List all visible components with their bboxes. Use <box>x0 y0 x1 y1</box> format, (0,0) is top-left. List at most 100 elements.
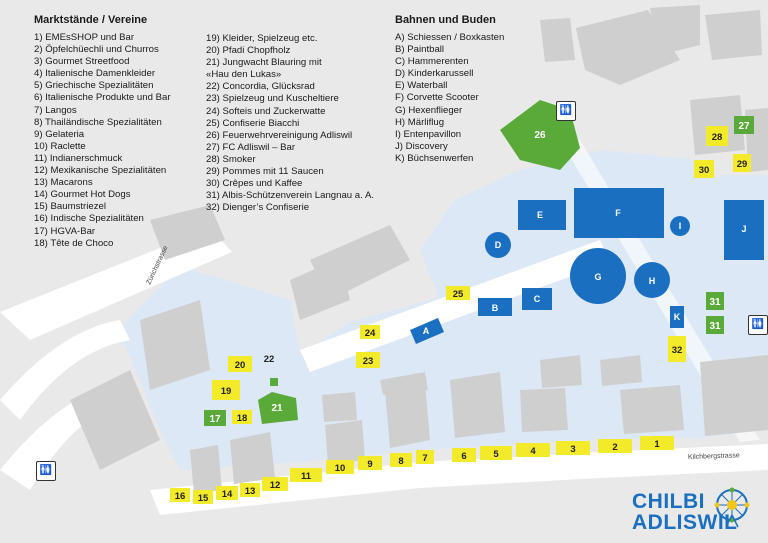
legend-item: 12) Mexikanische Spezialitäten <box>34 165 167 177</box>
green-labels: 26 27 31 31 17 21 <box>209 121 750 425</box>
stand-25: 25 <box>446 286 470 300</box>
stand-19: 19 <box>212 380 240 400</box>
svg-text:24: 24 <box>365 328 376 339</box>
legend-item: C) Hammerenten <box>395 56 469 68</box>
ride-label-e: E <box>537 210 543 220</box>
legend-item: 16) Indische Spezialitäten <box>34 213 144 225</box>
stand-22: 22 <box>264 354 275 365</box>
legend-item: F) Corvette Scooter <box>395 92 479 104</box>
ride-label-f: F <box>615 208 621 218</box>
legend-item: I) Entenpavillon <box>395 128 462 140</box>
stand-27 <box>734 116 754 134</box>
svg-text:32: 32 <box>672 345 683 356</box>
stand-4: 4 <box>516 443 550 457</box>
stand-31b <box>706 316 724 334</box>
rides <box>410 188 764 344</box>
legend-item: 10) Raclette <box>34 140 86 152</box>
svg-text:29: 29 <box>737 159 748 170</box>
svg-text:10: 10 <box>335 463 346 474</box>
stand-16: 16 <box>170 488 190 502</box>
stand-10: 10 <box>326 460 354 474</box>
stand-28: 28 <box>706 126 728 146</box>
legend-item: J) Discovery <box>395 140 448 152</box>
legend-item: 15) Baumstriezel <box>34 201 106 213</box>
svg-text:12: 12 <box>270 480 281 491</box>
legend-item: 21) Jungwacht Blauring mit <box>206 57 322 69</box>
svg-text:2: 2 <box>612 442 617 453</box>
legend-item: 31) Albis-Schützenverein Langnau a. A. <box>206 190 375 202</box>
svg-text:18: 18 <box>237 413 248 424</box>
legend-item: 17) HGVA-Bar <box>34 225 96 237</box>
legend-markets-col2: 19) Kleider, Spielzeug etc.20) Pfadi Cho… <box>206 33 374 214</box>
svg-text:15: 15 <box>198 493 209 504</box>
ride-k <box>670 306 684 328</box>
stand-8: 8 <box>390 453 412 467</box>
svg-text:25: 25 <box>453 289 464 300</box>
legend-item: 5) Griechische Spezialitäten <box>34 80 154 92</box>
stand-11: 11 <box>290 468 322 482</box>
stand-1: 1 <box>640 436 674 450</box>
svg-text:22: 22 <box>264 354 275 365</box>
svg-text:28: 28 <box>712 132 723 143</box>
ride-label-k: K <box>674 312 681 322</box>
svg-text:30: 30 <box>699 165 710 176</box>
svg-text:9: 9 <box>367 459 372 470</box>
ride-d <box>485 232 511 258</box>
stand-15: 15 <box>193 490 213 504</box>
ride-e <box>518 200 566 230</box>
stand-2: 2 <box>598 439 632 453</box>
ride-j <box>724 200 764 260</box>
legend-item: A) Schiessen / Boxkasten <box>395 32 505 43</box>
svg-text:23: 23 <box>363 356 374 367</box>
svg-text:14: 14 <box>222 489 233 500</box>
legend-item: 19) Kleider, Spielzeug etc. <box>206 33 318 44</box>
stand-17 <box>204 410 226 426</box>
legend-item: K) Büchsenwerfen <box>395 152 474 164</box>
stand-20: 20 <box>228 356 252 372</box>
legend-item: 32) Dienger’s Confiserie <box>206 202 310 214</box>
svg-text:21: 21 <box>271 403 283 414</box>
svg-text:5: 5 <box>493 449 499 460</box>
legend-item: 24) Softeis und Zuckerwatte <box>206 105 326 117</box>
legend-item: B) Paintball <box>395 44 445 56</box>
ride-label-c: C <box>534 294 541 304</box>
legend-item: 13) Macarons <box>34 177 93 189</box>
legend-item: 8) Thailändische Spezialitäten <box>34 116 162 128</box>
legend-item: 2) Öpfelchüechli und Churros <box>34 44 159 56</box>
stand-21 <box>258 392 298 424</box>
legend-item: 11) Indianerschmuck <box>34 152 123 164</box>
legend-item: E) Waterball <box>395 80 448 92</box>
ride-label-d: D <box>495 240 502 250</box>
svg-text:4: 4 <box>530 446 536 457</box>
svg-text:1: 1 <box>654 439 660 450</box>
toilet-icon: 🚻 <box>748 315 768 335</box>
legend-item: D) Kinderkarussell <box>395 68 474 80</box>
stand-12: 12 <box>262 477 288 491</box>
svg-text:6: 6 <box>461 451 466 462</box>
stand-9: 9 <box>358 456 382 470</box>
legend-item: 14) Gourmet Hot Dogs <box>34 189 131 201</box>
stand-29: 29 <box>733 154 751 172</box>
svg-text:11: 11 <box>301 471 312 482</box>
yellow-stands: 1 2 3 4 5 6 7 8 9 10 11 12 13 14 15 16 1… <box>170 126 751 504</box>
legend-item: 6) Italienische Produkte und Bar <box>34 92 171 104</box>
ride-a <box>410 318 444 344</box>
svg-text:17: 17 <box>209 414 221 425</box>
svg-text:7: 7 <box>422 453 427 464</box>
legend-item: 1) EMEsSHOP und Bar <box>34 32 135 43</box>
legend-item: H) Märliflug <box>395 116 445 128</box>
street-curve <box>0 320 130 420</box>
legend-markets-col2-wrap: 19) Kleider, Spielzeug etc.20) Pfadi Cho… <box>206 33 374 214</box>
street-label-bottom: Kilchbergstrasse <box>688 452 740 461</box>
svg-text:8: 8 <box>398 456 403 467</box>
stand-24: 24 <box>360 325 380 339</box>
stand-14: 14 <box>216 486 238 500</box>
legend-rides-title: Bahnen und Buden <box>395 14 496 26</box>
stand-23: 23 <box>356 352 380 368</box>
stand-32: 32 <box>668 336 686 362</box>
svg-text:16: 16 <box>175 491 186 502</box>
stand-6: 6 <box>452 448 476 462</box>
ride-labels: E F J I D G H B C A K <box>423 208 747 336</box>
svg-text:26: 26 <box>534 130 546 141</box>
